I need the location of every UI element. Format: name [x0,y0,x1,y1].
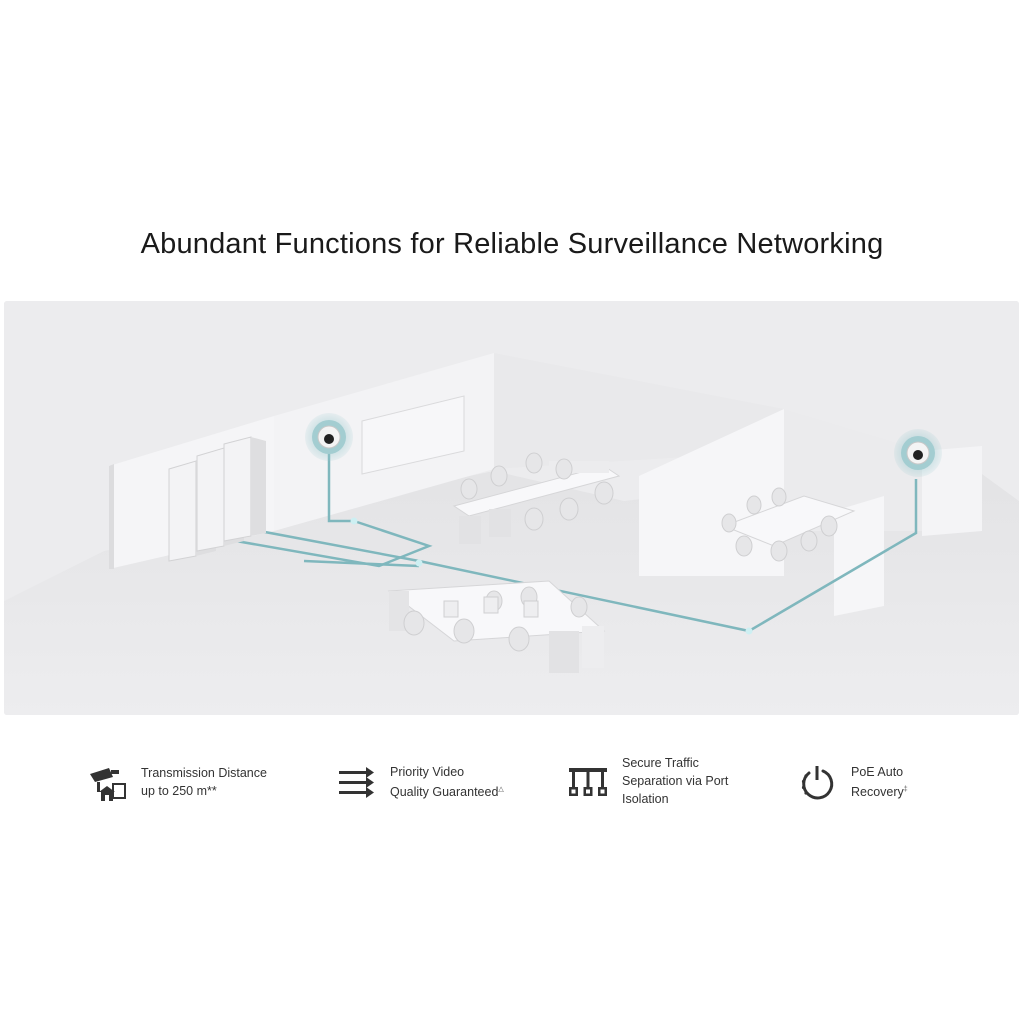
feature-transmission-line-2: up to 250 m** [141,784,217,798]
office-network-illustration [4,301,1019,715]
feature-priority-line-2: Quality Guaranteed [390,785,499,800]
long-range-camera-icon [87,762,127,802]
power-recovery-icon [797,762,837,802]
camera-left [305,413,353,461]
port-isolation-icon [568,761,608,801]
feature-poe-line-2: Recovery [851,785,904,800]
feature-priority-mark: △ [498,785,504,793]
feature-poe-mark: ‡ [903,785,908,793]
feature-isolation-line-3: Isolation [622,792,669,806]
feature-transmission-line-1: Transmission Distance [141,766,267,780]
server-racks [168,436,266,562]
feature-poe-line-1: PoE Auto [851,764,904,779]
feature-isolation-line-1: Secure Traffic [622,756,699,770]
feature-priority-line-1: Priority Video [390,764,465,779]
feature-list: Transmission Distance up to 250 m** Prio… [0,756,1024,820]
office-desks-back [452,452,621,544]
priority-arrows-icon [336,762,376,802]
page-title: Abundant Functions for Reliable Surveill… [140,228,884,260]
feature-priority-video: Priority Video Quality Guaranteed△ [336,762,504,802]
feature-port-isolation: Secure Traffic Separation via Port Isola… [568,754,728,808]
feature-transmission-distance: Transmission Distance up to 250 m** [87,762,267,802]
feature-isolation-line-2: Separation via Port [622,774,729,788]
meeting-table [721,487,856,562]
feature-poe-recovery: PoE Auto Recovery‡ [797,762,908,802]
office-desks-front [387,580,606,673]
camera-right [894,429,942,477]
